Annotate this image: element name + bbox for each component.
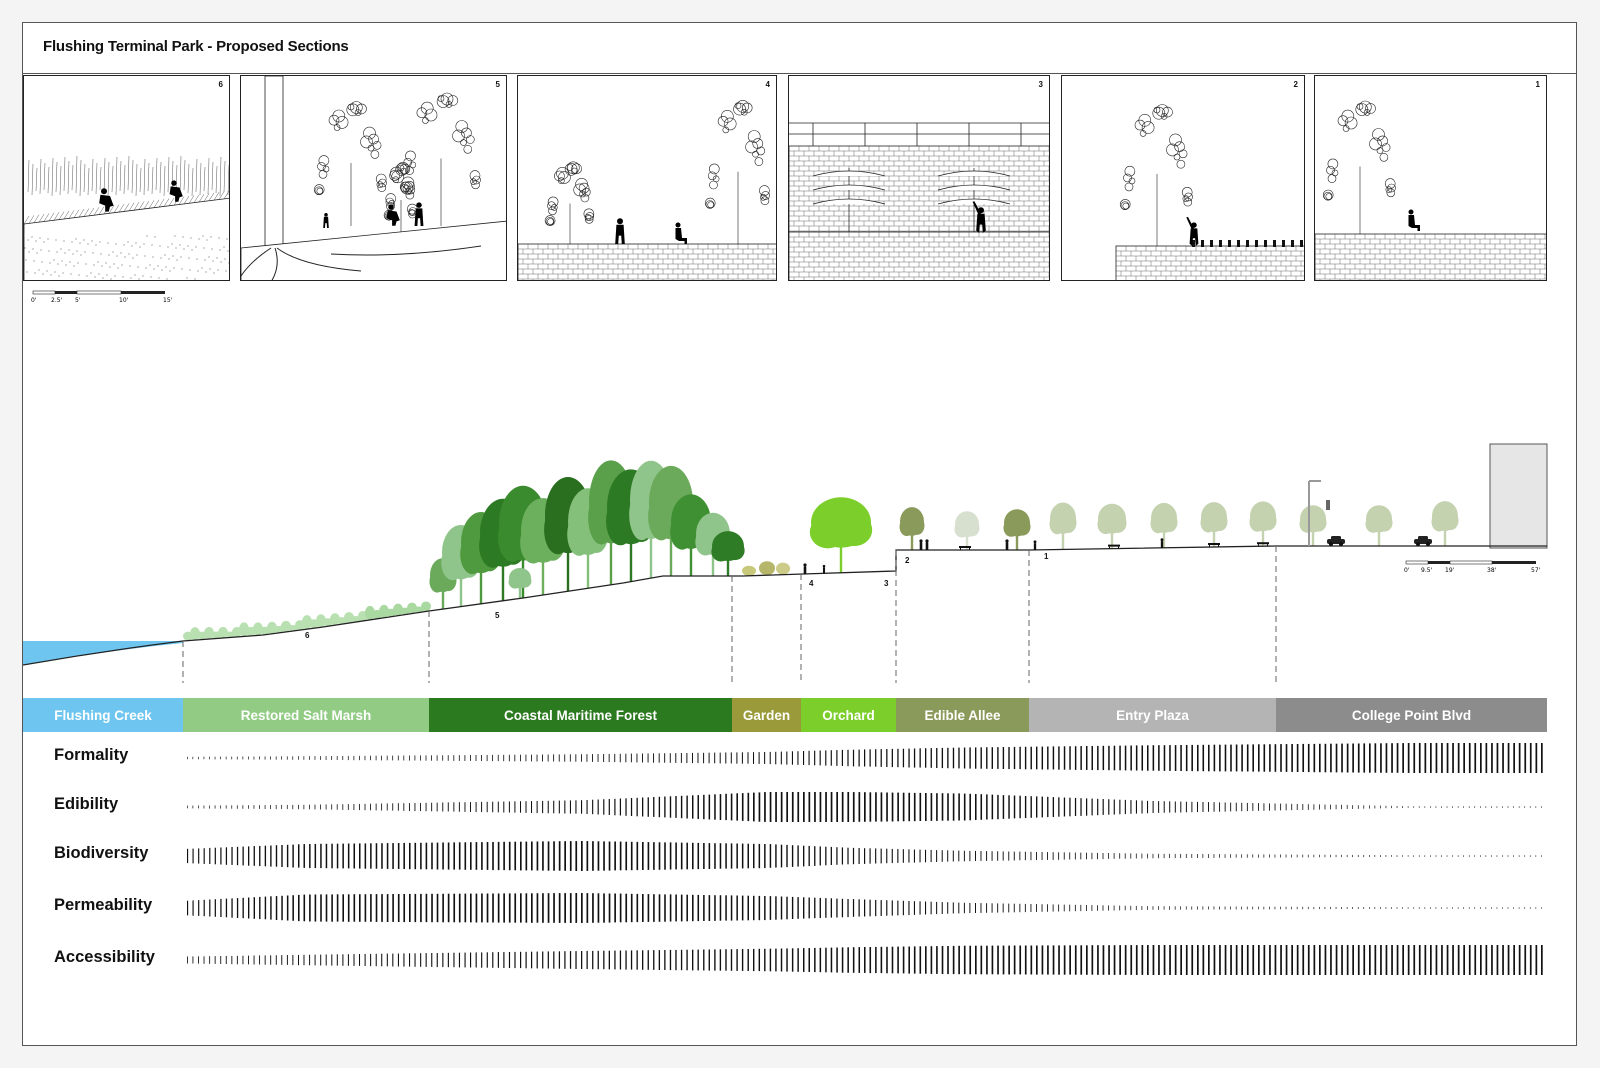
zone-band-edible-allee: Edible Allee [896, 698, 1029, 732]
zone-band-flushing-creek: Flushing Creek [23, 698, 183, 732]
building-block [1489, 443, 1548, 549]
section-panel-6: 6 [23, 75, 230, 281]
salt-marsh-vignette [24, 155, 229, 280]
drawing-sheet: Flushing Terminal Park - Proposed Sectio… [22, 22, 1577, 1046]
section-marker-6: 6 [305, 631, 310, 640]
orchard-wall-vignette [789, 122, 1049, 280]
attribute-label-permeability: Permeability [54, 896, 153, 914]
attribute-label-edibility: Edibility [54, 795, 119, 813]
section-panel-5: 5 [240, 75, 507, 281]
scale-tick: 0' [1404, 567, 1410, 574]
scale-tick: 5' [75, 297, 81, 304]
people-and-benches [803, 480, 1432, 574]
zone-band-garden: Garden [732, 698, 801, 732]
detail-scale-bar: 0' 2.5' 5' 10' 15' [31, 290, 173, 304]
panel-number: 5 [495, 80, 500, 89]
zone-band-orchard: Orchard [801, 698, 896, 732]
section-panel-4: 4 [517, 75, 777, 281]
title-divider [23, 73, 1576, 74]
attribute-label-biodiversity: Biodiversity [54, 844, 149, 862]
section-panel-3: 3 [788, 75, 1050, 281]
zone-band-college-point-blvd: College Point Blvd [1276, 698, 1547, 732]
biodiversity-gradient-bar [187, 841, 1542, 871]
accessibility-gradient-bar [187, 945, 1543, 975]
panel-number: 3 [1038, 80, 1043, 89]
scale-tick: 19' [1445, 567, 1455, 574]
section-marker-2: 2 [905, 556, 910, 565]
zone-band-coastal-maritime-forest: Coastal Maritime Forest [429, 698, 732, 732]
scale-tick: 57' [1531, 567, 1541, 574]
section-panel-1: 1 [1314, 75, 1547, 281]
page-title: Flushing Terminal Park - Proposed Sectio… [43, 38, 349, 55]
scale-tick: 10' [119, 297, 129, 304]
entry-plaza-vignette [1315, 100, 1546, 280]
attribute-label-accessibility: Accessibility [54, 948, 155, 966]
zone-dividers [182, 546, 1277, 683]
panel-number: 1 [1535, 80, 1540, 89]
scale-tick: 9.5' [1421, 567, 1433, 574]
section-panel-2: 2 [1061, 75, 1305, 281]
edibility-gradient-bar [187, 792, 1542, 822]
site-long-section: 0' 9.5' 19' 38' 57' [23, 443, 1548, 683]
tree-silhouettes [183, 460, 1459, 641]
section-marker-1: 1 [1044, 552, 1049, 561]
permeability-gradient-bar [187, 893, 1542, 923]
flushing-creek-water [23, 641, 183, 665]
panel-number: 6 [218, 80, 223, 89]
zone-band-entry-plaza: Entry Plaza [1029, 698, 1276, 732]
scale-tick: 38' [1487, 567, 1497, 574]
zone-band-restored-salt-marsh: Restored Salt Marsh [183, 698, 429, 732]
section-marker-4: 4 [809, 579, 814, 588]
garden-vignette [518, 99, 776, 280]
scale-tick: 15' [163, 297, 173, 304]
edible-allee-vignette [1115, 104, 1304, 280]
panel-number: 2 [1293, 80, 1298, 89]
forest-vignette [241, 76, 506, 280]
scale-tick: 0' [31, 297, 37, 304]
section-scale-bar: 0' 9.5' 19' 38' 57' [1404, 560, 1541, 574]
formality-gradient-bar [187, 743, 1543, 773]
section-marker-3: 3 [884, 579, 889, 588]
attribute-label-formality: Formality [54, 746, 129, 764]
panel-number: 4 [765, 80, 770, 89]
scale-tick: 2.5' [51, 297, 63, 304]
section-marker-5: 5 [495, 611, 500, 620]
